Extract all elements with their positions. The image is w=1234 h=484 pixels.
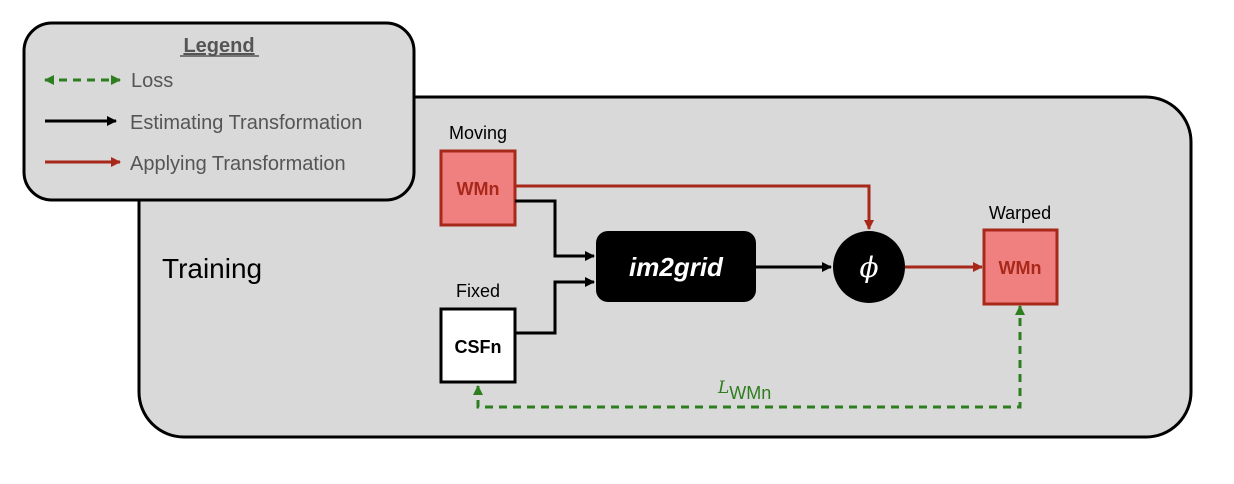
warped-box: [982, 228, 1059, 306]
moving-caption: Moving: [449, 123, 507, 143]
moving-to-phi-arrow: [515, 184, 874, 230]
loss-label: LWMn: [717, 378, 771, 403]
fixed-caption: Fixed: [456, 281, 500, 301]
legend-box: [22, 21, 416, 202]
legend-estimating-label: Estimating Transformation: [130, 112, 362, 134]
phi-node: [833, 231, 905, 303]
legend-title: Legend: [183, 35, 254, 57]
loss-subscript: WMn: [729, 383, 771, 403]
warped-box-label: WMn: [999, 258, 1042, 278]
phi-symbol: ϕ: [859, 251, 878, 284]
fixed-box-label: CSFn: [455, 337, 502, 357]
moving-to-im2grid-arrow: [515, 199, 595, 261]
legend-applying-label: Applying Transformation: [130, 153, 346, 175]
moving-box: [439, 149, 517, 227]
warped-caption: Warped: [989, 203, 1051, 223]
loss-symbol: L: [717, 378, 729, 398]
legend-loss-label: Loss: [131, 70, 173, 92]
im2grid-block: [596, 231, 756, 302]
im2grid-label: im2grid: [629, 252, 724, 282]
training-label: Training: [162, 253, 262, 284]
moving-box-label: WMn: [457, 179, 500, 199]
